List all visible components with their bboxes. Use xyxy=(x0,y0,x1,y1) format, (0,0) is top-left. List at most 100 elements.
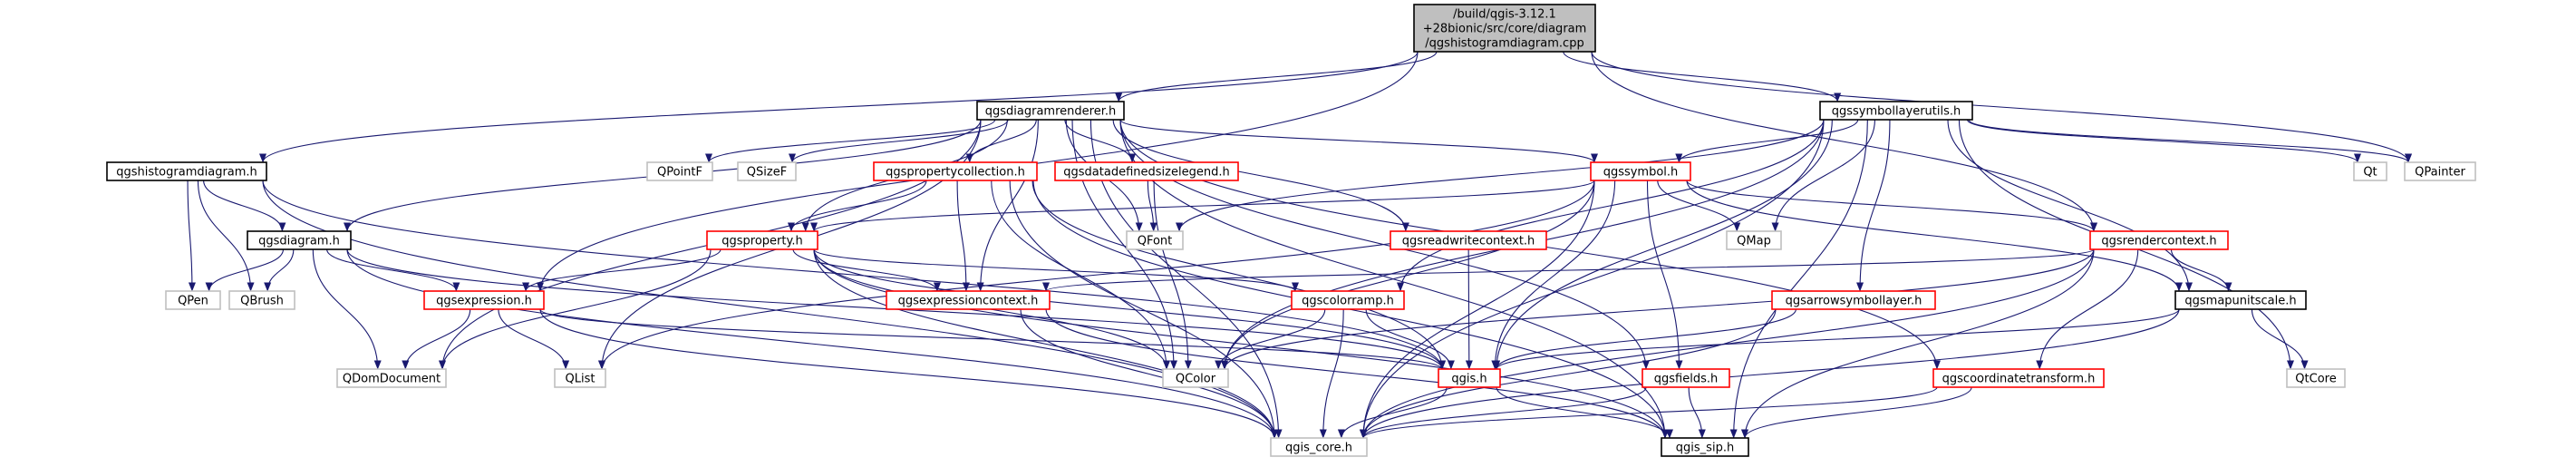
edge-qgsrendercontext-h-to-qgsexpressioncontext-h xyxy=(1042,248,2095,292)
node-box xyxy=(1661,437,1749,457)
graph-node-qgsarrowsymbollayer-h: qgsarrowsymbollayer.h xyxy=(1771,290,1936,310)
node-box xyxy=(2286,368,2346,388)
node-label: +28bionic/src/core/diagram xyxy=(1423,23,1587,36)
node-layer: /build/qgis-3.12.1+28bionic/src/core/dia… xyxy=(106,4,2476,457)
edge-qgssymbollayerutils-h-to-Qt xyxy=(1966,119,2361,163)
edge-qgsexpressioncontext-h-to-qgis-core-h xyxy=(1020,308,1278,439)
graph-node-qgscoordinatetransform-h: qgscoordinatetransform.h xyxy=(1932,368,2105,388)
node-box xyxy=(737,161,797,181)
graph-node-QPointF: QPointF xyxy=(646,161,713,181)
node-box xyxy=(1390,230,1547,250)
node-label: qgsexpressioncontext.h xyxy=(898,295,1039,308)
edge-qgssymbollayerutils-h-to-qgis-sip-h xyxy=(1729,119,1868,439)
edge-root-to-QPainter xyxy=(1591,51,2412,163)
edge-qgsreadwritecontext-h-to-qgis-h xyxy=(1465,248,1473,370)
edge-qgshistogramdiagram-h-to-qgis-core-h xyxy=(262,180,1278,439)
node-label: qgssymbol.h xyxy=(1603,166,1679,180)
node-label: qgis_core.h xyxy=(1285,442,1352,455)
node-box xyxy=(165,290,221,310)
edge-qgssymbol-h-to-qgsfields-h xyxy=(1646,180,1683,370)
node-label: QBrush xyxy=(240,295,284,308)
edge-root-to-qgssymbollayerutils-h xyxy=(1563,51,1842,102)
edge-qgssymbol-h-to-qgis-core-h xyxy=(1360,180,1595,439)
edge-qgshistogramdiagram-h-to-QBrush xyxy=(197,180,255,292)
graph-node-qgis-core-h: qgis_core.h xyxy=(1270,437,1368,457)
graph-node-qgsexpression-h: qgsexpression.h xyxy=(423,290,545,310)
node-box xyxy=(1641,368,1730,388)
node-box xyxy=(1162,368,1229,388)
edge-qgspropertycollection-h-to-QColor xyxy=(991,180,1170,370)
node-label: qgsdatadefinedsizelegend.h xyxy=(1063,166,1229,180)
edge-qgsdatadefinedsizelegend-h-to-QFont xyxy=(1147,180,1157,232)
graph-node-QDomDocument: QDomDocument xyxy=(336,368,447,388)
edge-qgsfields-h-to-qgis-sip-h xyxy=(1688,386,1706,439)
edge-qgsexpression-h-to-qgis-h xyxy=(539,308,1446,370)
node-label: qgsexpression.h xyxy=(436,295,532,308)
edge-qgsproperty-h-to-qgsexpression-h xyxy=(522,248,721,292)
node-box xyxy=(873,161,1038,181)
node-box xyxy=(1771,290,1936,310)
graph-node-root: /build/qgis-3.12.1+28bionic/src/core/dia… xyxy=(1413,4,1596,53)
graph-node-QPen: QPen xyxy=(165,290,221,310)
node-box xyxy=(247,230,352,250)
node-label: qgis.h xyxy=(1451,373,1487,386)
node-box xyxy=(1932,368,2105,388)
edge-qgsdiagramrenderer-h-to-QSizeF xyxy=(789,119,1009,163)
node-box xyxy=(706,230,818,250)
edge-qgsdiagram-h-to-QPen xyxy=(205,248,284,292)
edge-qgsrendercontext-h-to-qgsmapunitscale-h xyxy=(2170,248,2232,292)
node-label: qgscolorramp.h xyxy=(1302,295,1394,308)
node-label: qgsmapunitscale.h xyxy=(2184,295,2296,308)
node-box xyxy=(976,101,1125,121)
graph-node-qgsreadwritecontext-h: qgsreadwritecontext.h xyxy=(1390,230,1547,250)
node-box xyxy=(1413,4,1596,53)
node-box xyxy=(1054,161,1239,181)
edge-qgsexpression-h-to-QDomDocument xyxy=(402,308,471,370)
node-label: /qgshistogramdiagram.cpp xyxy=(1425,37,1583,51)
node-label: QPointF xyxy=(657,166,702,180)
edge-qgssymbol-h-to-QMap xyxy=(1657,180,1741,232)
node-box xyxy=(646,161,713,181)
edge-qgscolorramp-h-to-qgis-h xyxy=(1365,308,1455,370)
node-label: /build/qgis-3.12.1 xyxy=(1453,8,1556,22)
graph-node-qgsmapunitscale-h: qgsmapunitscale.h xyxy=(2174,290,2307,310)
node-label: QSizeF xyxy=(747,166,787,180)
graph-node-QColor: QColor xyxy=(1162,368,1229,388)
edge-qgsproperty-h-to-qgis-core-h xyxy=(813,248,1278,439)
node-label: qgsdiagramrenderer.h xyxy=(985,105,1116,119)
edge-qgsdiagram-h-to-QBrush xyxy=(264,248,295,292)
edge-qgsarrowsymbollayer-h-to-qgis-h xyxy=(1493,308,1796,370)
edge-qgssymbol-h-to-QColor xyxy=(1221,180,1595,370)
edge-qgssymbollayerutils-h-to-QPainter xyxy=(1968,119,2412,163)
graph-node-QSizeF: QSizeF xyxy=(737,161,797,181)
node-label: QFont xyxy=(1138,235,1173,248)
edge-qgsmapunitscale-h-to-QtCore xyxy=(2251,308,2309,370)
node-label: qgsfields.h xyxy=(1654,373,1718,386)
node-label: qgssymbollayerutils.h xyxy=(1832,105,1961,119)
graph-node-QFont: QFont xyxy=(1126,230,1184,250)
node-label: qgsarrowsymbollayer.h xyxy=(1786,295,1922,308)
node-box xyxy=(423,290,545,310)
graph-node-QtCore: QtCore xyxy=(2286,368,2346,388)
node-label: qgshistogramdiagram.h xyxy=(116,166,257,180)
node-label: qgis_sip.h xyxy=(1676,442,1734,455)
edge-qgssymbol-h-to-qgsmapunitscale-h xyxy=(1686,180,2183,292)
node-box xyxy=(1819,101,1973,121)
edge-qgis-h-to-qgis-sip-h xyxy=(1496,386,1673,439)
node-box xyxy=(1126,230,1184,250)
node-box xyxy=(1726,230,1782,250)
node-label: qgspropertycollection.h xyxy=(886,166,1025,180)
edge-qgssymbollayerutils-h-to-qgis-core-h xyxy=(1360,119,1825,439)
graph-node-qgis-h: qgis.h xyxy=(1438,368,1501,388)
edge-qgsexpression-h-to-qgis-core-h xyxy=(539,308,1278,439)
graph-node-QMap: QMap xyxy=(1726,230,1782,250)
node-label: QPen xyxy=(178,295,208,308)
graph-node-qgssymbollayerutils-h: qgssymbollayerutils.h xyxy=(1819,101,1973,121)
node-box xyxy=(1590,161,1691,181)
node-box xyxy=(1291,290,1405,310)
graph-node-qgssymbol-h: qgssymbol.h xyxy=(1590,161,1691,181)
edge-qgsproperty-h-to-qgis-sip-h xyxy=(813,248,1669,439)
edge-root-to-qgshistogramdiagram-h xyxy=(259,51,1419,163)
edge-qgspropertycollection-h-to-qgsexpressioncontext-h xyxy=(956,180,970,292)
